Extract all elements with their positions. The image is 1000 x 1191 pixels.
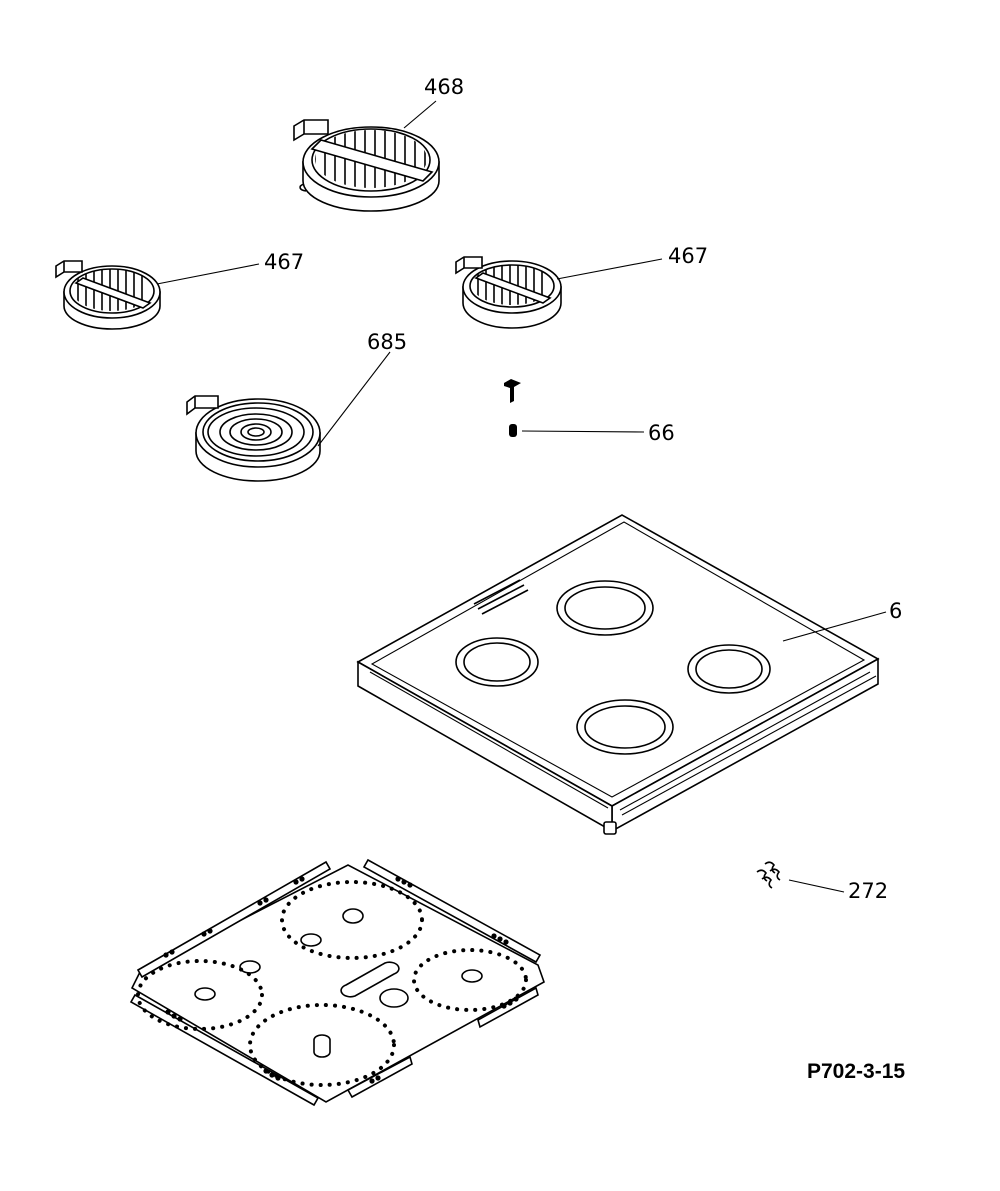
callout-468: 468 [424, 75, 464, 99]
callout-467-right: 467 [668, 244, 708, 268]
burner-box-plate [129, 858, 545, 1107]
burner-element-467-right [455, 256, 562, 329]
burner-element-468 [293, 119, 440, 212]
callout-272: 272 [848, 879, 888, 903]
leader-line-467-left [156, 263, 260, 285]
leader-line-685 [317, 351, 391, 447]
leader-line-6 [782, 611, 887, 642]
burner-element-467-left [55, 260, 161, 330]
leader-line-467-right [556, 258, 663, 280]
callout-66: 66 [648, 421, 675, 445]
leader-line-272 [788, 879, 845, 893]
callout-467-left: 467 [264, 250, 304, 274]
callout-685: 685 [367, 330, 407, 354]
figure-code: P702-3-15 [807, 1060, 905, 1083]
leader-line-66 [521, 430, 645, 433]
callout-6: 6 [889, 599, 902, 623]
burner-element-685 [186, 395, 321, 482]
terminal-screw-part [504, 379, 521, 403]
leader-line-468 [403, 100, 437, 129]
part-66-insulator [509, 424, 517, 437]
cooktop-maintop-6 [356, 514, 880, 835]
part-272-clips [756, 861, 781, 889]
